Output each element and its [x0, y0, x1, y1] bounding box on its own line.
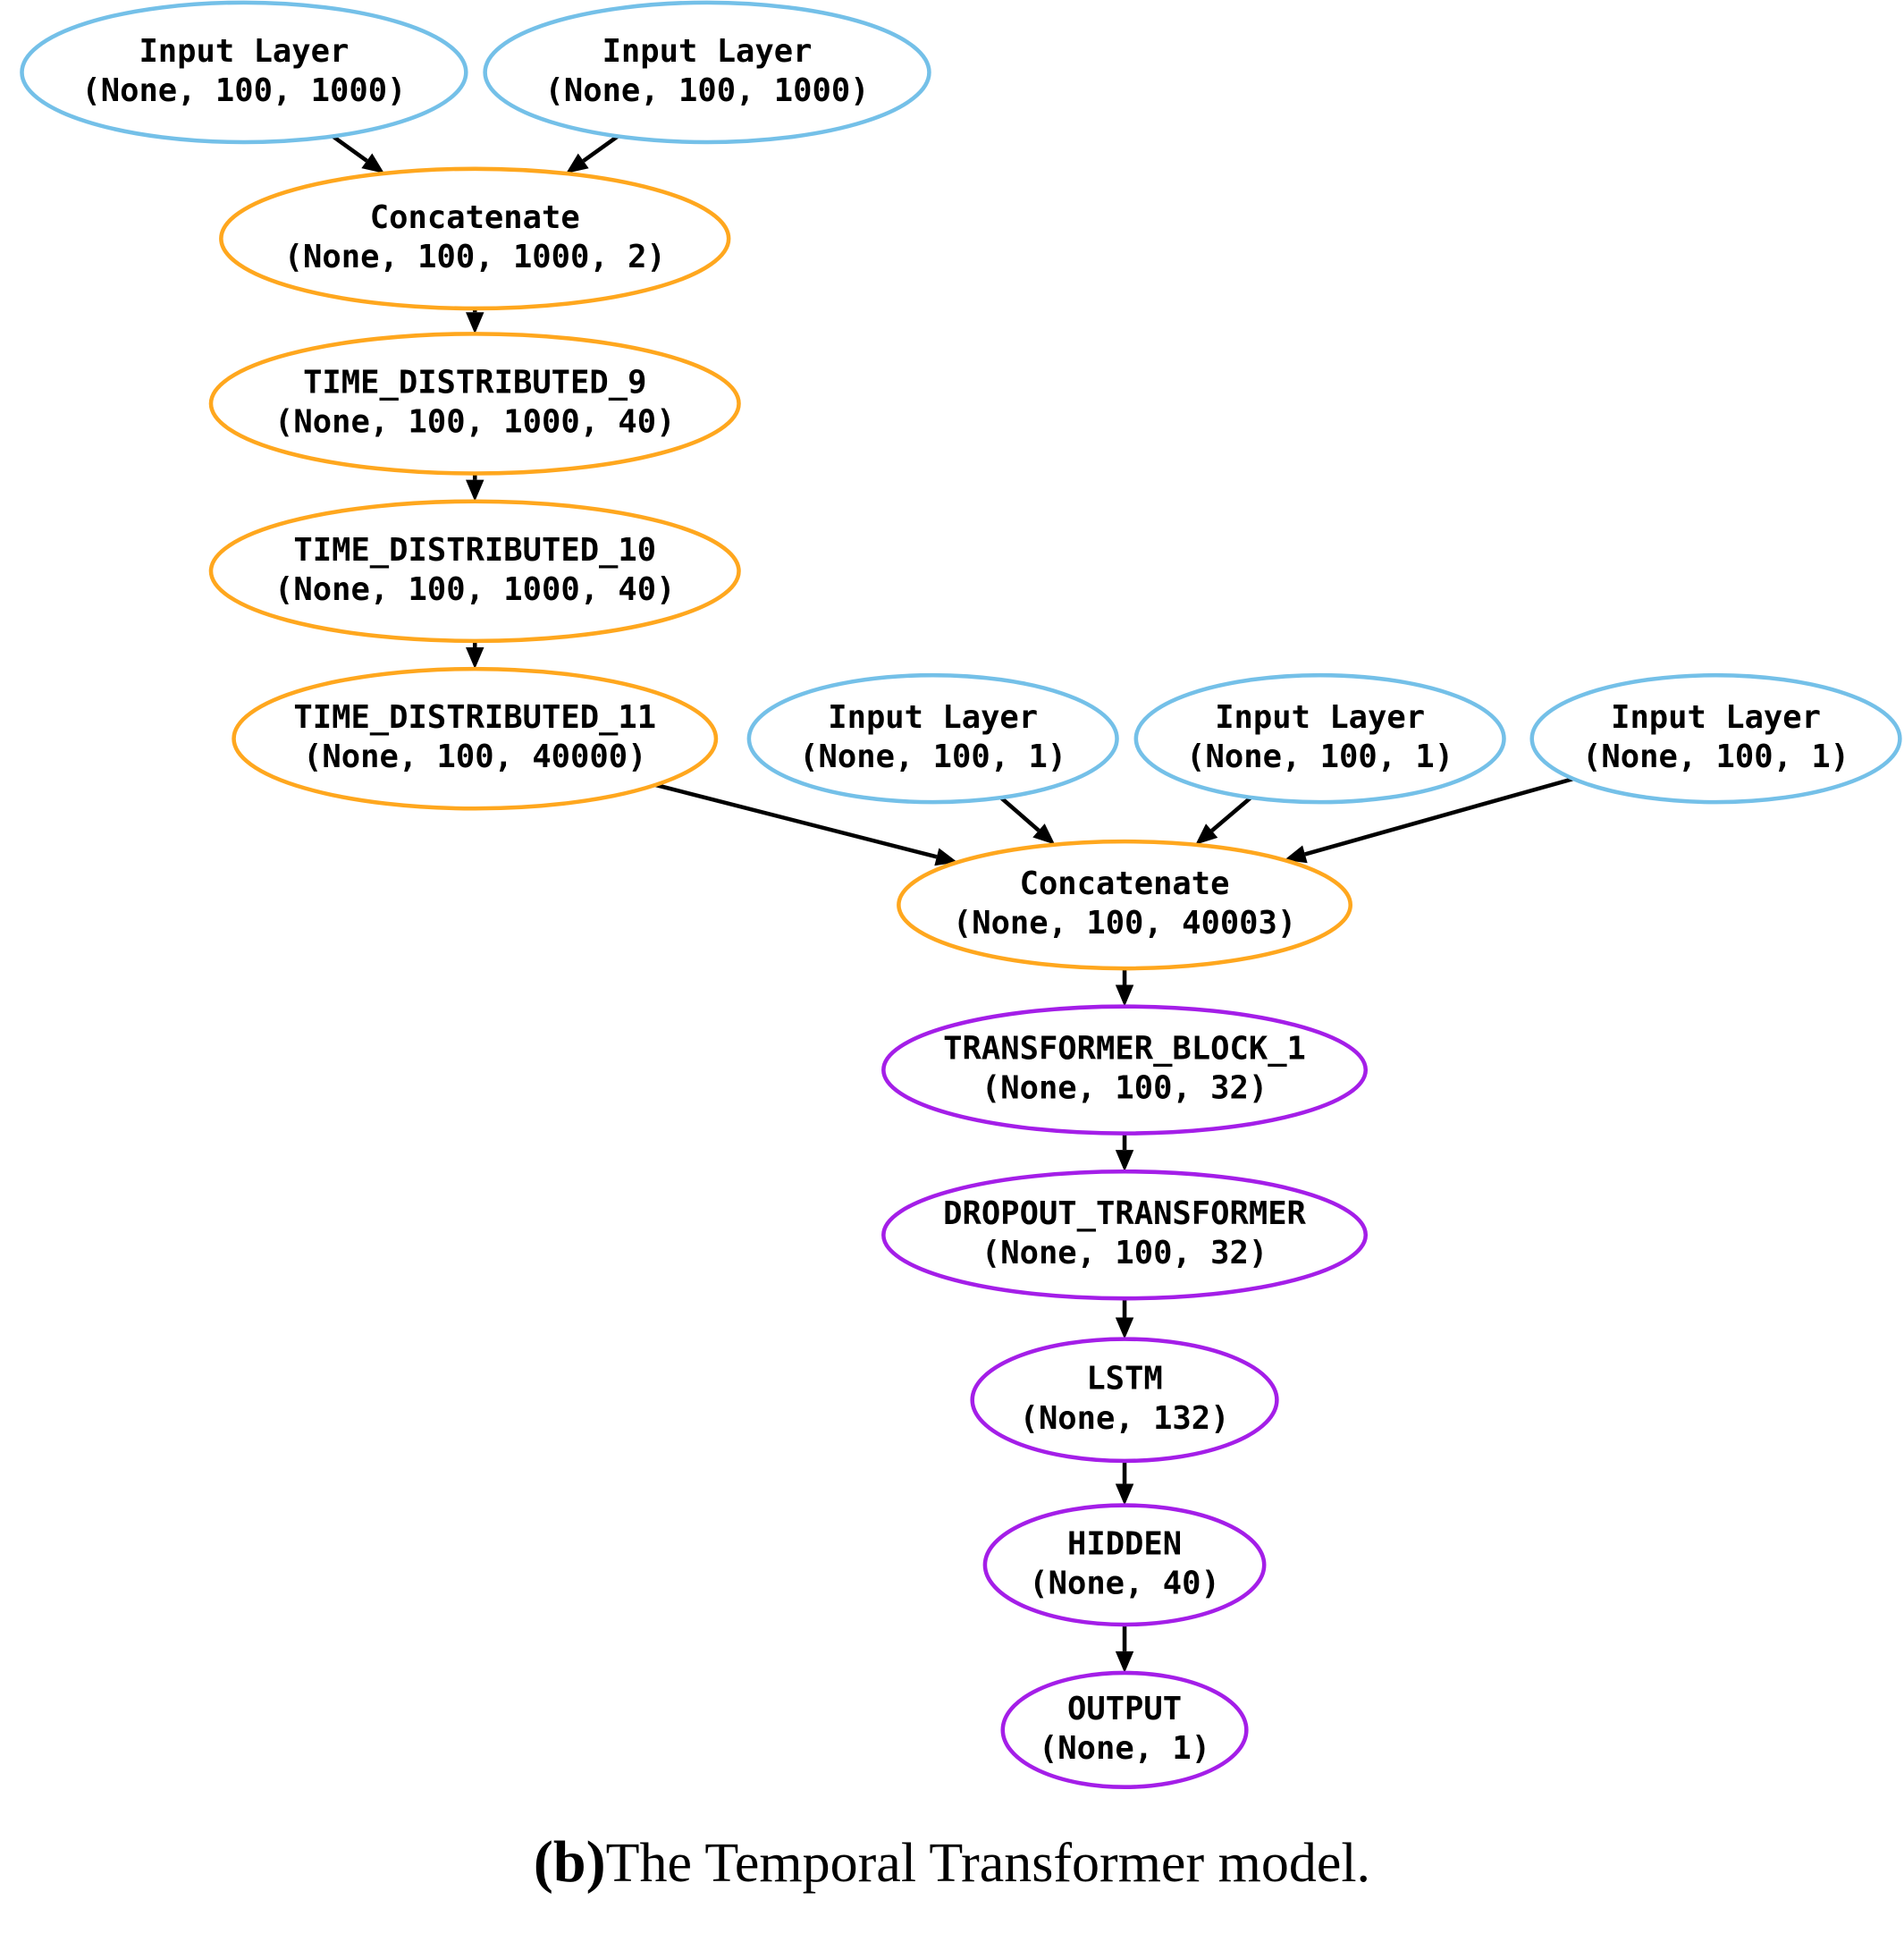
- node-ellipse-tblock_1: [881, 1004, 1369, 1136]
- edge-input_5-to-concat_2: [1304, 776, 1574, 857]
- edges-layer: [331, 134, 1574, 1673]
- node-shape-td_9: (None, 100, 1000, 40): [274, 403, 675, 440]
- node-td_11[interactable]: TIME_DISTRIBUTED_11(None, 100, 40000): [232, 666, 719, 811]
- node-name-input_3: Input Layer: [828, 699, 1038, 736]
- nodes-layer: Input Layer(None, 100, 1000)Input Layer(…: [20, 0, 1902, 1789]
- node-ellipse-input_3: [746, 672, 1119, 805]
- node-ellipse-input_1: [20, 0, 468, 145]
- node-shape-td_10: (None, 100, 1000, 40): [274, 571, 675, 608]
- node-tblock_1[interactable]: TRANSFORMER_BLOCK_1(None, 100, 32): [881, 1004, 1369, 1136]
- arrowhead-concat_2-to-tblock_1: [1115, 984, 1134, 1007]
- node-name-td_9: TIME_DISTRIBUTED_9: [303, 364, 646, 401]
- node-name-hidden: HIDDEN: [1067, 1525, 1182, 1562]
- arrowhead-dropout-to-lstm: [1115, 1317, 1134, 1339]
- arrowhead-input_4-to-concat_2: [1195, 823, 1218, 845]
- node-shape-td_11: (None, 100, 40000): [303, 739, 646, 775]
- node-hidden[interactable]: HIDDEN(None, 40): [982, 1503, 1267, 1627]
- node-td_9[interactable]: TIME_DISTRIBUTED_9(None, 100, 1000, 40): [208, 332, 741, 476]
- node-name-input_5: Input Layer: [1611, 699, 1821, 736]
- node-input_3[interactable]: Input Layer(None, 100, 1): [746, 672, 1119, 805]
- edge-input_3-to-concat_2: [999, 796, 1040, 832]
- arrowhead-tblock_1-to-dropout: [1115, 1150, 1134, 1172]
- edge-td_11-to-concat_2: [654, 782, 938, 859]
- node-name-td_10: TIME_DISTRIBUTED_10: [293, 532, 656, 569]
- arrowhead-lstm-to-hidden: [1115, 1483, 1134, 1506]
- node-name-input_1: Input Layer: [139, 33, 349, 70]
- node-lstm[interactable]: LSTM(None, 132): [970, 1337, 1279, 1464]
- arrowhead-input_1-to-concat_1: [361, 153, 384, 173]
- node-name-dropout: DROPOUT_TRANSFORMER: [943, 1195, 1306, 1232]
- arrowhead-concat_1-to-td_9: [466, 312, 484, 334]
- node-ellipse-input_5: [1529, 672, 1902, 805]
- node-ellipse-concat_1: [219, 166, 731, 311]
- node-shape-input_3: (None, 100, 1): [799, 739, 1066, 775]
- node-input_2[interactable]: Input Layer(None, 100, 1000): [483, 0, 931, 145]
- node-ellipse-td_11: [232, 666, 719, 811]
- caption-label: (b): [533, 1829, 606, 1895]
- node-shape-output: (None, 1): [1039, 1730, 1210, 1767]
- node-shape-input_2: (None, 100, 1000): [545, 72, 870, 109]
- node-name-tblock_1: TRANSFORMER_BLOCK_1: [943, 1031, 1306, 1068]
- arrowhead-input_5-to-concat_2: [1284, 845, 1308, 864]
- arrowhead-td_10-to-td_11: [466, 646, 484, 670]
- edge-input_1-to-concat_1: [331, 134, 368, 163]
- node-name-lstm: LSTM: [1086, 1361, 1162, 1397]
- node-concat_1[interactable]: Concatenate(None, 100, 1000, 2): [219, 166, 731, 311]
- node-name-input_4: Input Layer: [1215, 699, 1425, 736]
- arrowhead-input_2-to-concat_1: [566, 153, 589, 173]
- model-architecture-graph: Input Layer(None, 100, 1000)Input Layer(…: [20, 0, 1902, 1789]
- node-shape-lstm: (None, 132): [1020, 1400, 1230, 1437]
- node-input_1[interactable]: Input Layer(None, 100, 1000): [20, 0, 468, 145]
- node-ellipse-concat_2: [897, 839, 1353, 971]
- arrowhead-hidden-to-output: [1115, 1651, 1134, 1673]
- figure-caption: (b)The Temporal Transformer model.: [0, 1828, 1904, 1896]
- node-name-td_11: TIME_DISTRIBUTED_11: [293, 699, 656, 736]
- node-shape-input_1: (None, 100, 1000): [81, 72, 406, 109]
- arrowhead-td_9-to-td_10: [466, 479, 484, 502]
- node-shape-concat_1: (None, 100, 1000, 2): [284, 239, 666, 275]
- node-ellipse-lstm: [970, 1337, 1279, 1464]
- node-shape-dropout: (None, 100, 32): [981, 1235, 1268, 1271]
- node-name-concat_1: Concatenate: [370, 199, 580, 236]
- node-shape-input_4: (None, 100, 1): [1186, 739, 1453, 775]
- arrowhead-td_11-to-concat_2: [934, 848, 958, 866]
- node-shape-tblock_1: (None, 100, 32): [981, 1070, 1268, 1107]
- node-ellipse-td_10: [208, 499, 741, 644]
- node-shape-concat_2: (None, 100, 40003): [953, 905, 1296, 942]
- node-ellipse-input_2: [483, 0, 931, 145]
- node-td_10[interactable]: TIME_DISTRIBUTED_10(None, 100, 1000, 40): [208, 499, 741, 644]
- node-input_5[interactable]: Input Layer(None, 100, 1): [1529, 672, 1902, 805]
- node-ellipse-dropout: [881, 1169, 1369, 1301]
- node-name-input_2: Input Layer: [602, 33, 813, 70]
- node-output[interactable]: OUTPUT(None, 1): [1000, 1670, 1249, 1789]
- edge-input_4-to-concat_2: [1210, 796, 1252, 832]
- node-ellipse-td_9: [208, 332, 741, 476]
- node-ellipse-output: [1000, 1670, 1249, 1789]
- node-name-concat_2: Concatenate: [1020, 866, 1230, 902]
- node-dropout[interactable]: DROPOUT_TRANSFORMER(None, 100, 32): [881, 1169, 1369, 1301]
- node-concat_2[interactable]: Concatenate(None, 100, 40003): [897, 839, 1353, 971]
- node-ellipse-input_4: [1133, 672, 1506, 805]
- node-ellipse-hidden: [982, 1503, 1267, 1627]
- edge-input_2-to-concat_1: [582, 134, 619, 163]
- arrowhead-input_3-to-concat_2: [1032, 823, 1056, 845]
- caption-text: The Temporal Transformer model.: [605, 1833, 1371, 1894]
- node-input_4[interactable]: Input Layer(None, 100, 1): [1133, 672, 1506, 805]
- node-shape-input_5: (None, 100, 1): [1582, 739, 1849, 775]
- node-name-output: OUTPUT: [1067, 1691, 1182, 1727]
- node-shape-hidden: (None, 40): [1029, 1565, 1220, 1601]
